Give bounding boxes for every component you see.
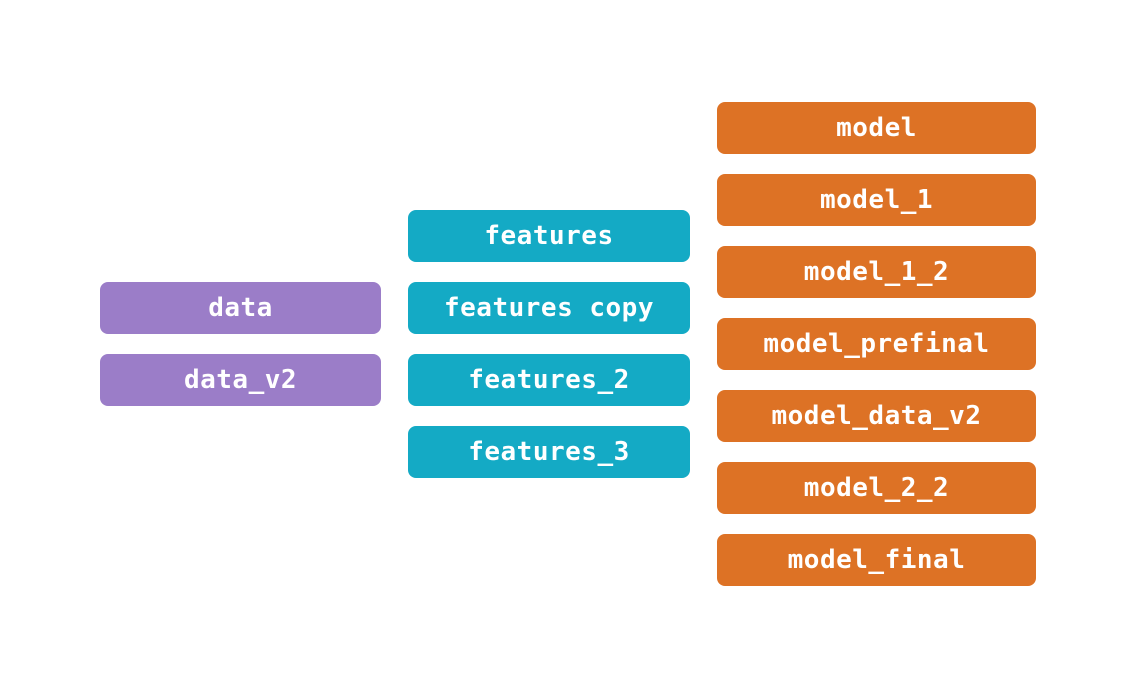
node-label: features_3: [468, 437, 630, 467]
node-label: model: [836, 113, 917, 143]
node-label: features copy: [444, 293, 654, 323]
node-label: model_prefinal: [763, 329, 990, 359]
column-features-stage: features features copy features_2 featur…: [408, 0, 690, 688]
node-features-copy[interactable]: features copy: [408, 282, 690, 334]
node-features-3[interactable]: features_3: [408, 426, 690, 478]
node-label: model_data_v2: [771, 401, 982, 431]
column-data-stage: data data_v2: [100, 0, 381, 688]
node-model-1[interactable]: model_1: [717, 174, 1036, 226]
node-label: model_1_2: [803, 257, 950, 287]
node-label: data: [208, 293, 273, 323]
node-data-v2[interactable]: data_v2: [100, 354, 381, 406]
node-label: data_v2: [183, 365, 298, 395]
node-model-2-2[interactable]: model_2_2: [717, 462, 1036, 514]
node-model[interactable]: model: [717, 102, 1036, 154]
node-features[interactable]: features: [408, 210, 690, 262]
node-features-2[interactable]: features_2: [408, 354, 690, 406]
column-model-stage: model model_1 model_1_2 model_prefinal m…: [717, 0, 1036, 688]
node-model-prefinal[interactable]: model_prefinal: [717, 318, 1036, 370]
node-label: model_2_2: [803, 473, 950, 503]
node-label: features: [484, 221, 614, 251]
node-data[interactable]: data: [100, 282, 381, 334]
node-label: model_1: [819, 185, 934, 215]
node-label: features_2: [468, 365, 630, 395]
node-model-final[interactable]: model_final: [717, 534, 1036, 586]
node-model-1-2[interactable]: model_1_2: [717, 246, 1036, 298]
node-label: model_final: [787, 545, 966, 575]
node-model-data-v2[interactable]: model_data_v2: [717, 390, 1036, 442]
